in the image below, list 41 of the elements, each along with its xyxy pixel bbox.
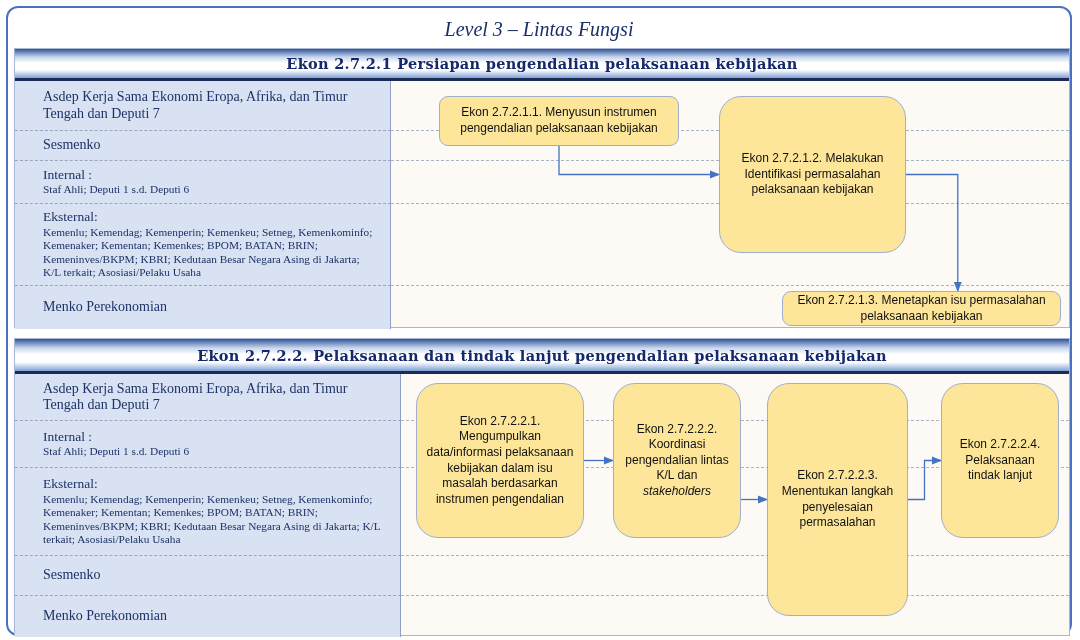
lane-name: Sesmenko — [43, 137, 102, 154]
process-box: Ekon 2.7.2.2.3. Menentukan langkah penyelesaian permasalahan — [767, 383, 908, 616]
swimlane-pool — [14, 338, 1070, 636]
lane-header — [15, 81, 391, 131]
arrow — [740, 495, 768, 504]
lane-header — [15, 421, 401, 468]
lane-header — [15, 286, 391, 329]
lane-name: Internal : — [43, 166, 94, 183]
arrow — [905, 173, 962, 292]
lane-name: Menko Perekonomian — [43, 299, 169, 316]
process-box: Ekon 2.7.2.1.3. Menetapkan isu permasalahan pelaksanaan kebijakan — [782, 291, 1061, 326]
lane-header — [15, 374, 401, 421]
lane-members: Staf Ahli; Deputi 1 s.d. Deputi 6 — [43, 445, 191, 460]
arrow — [907, 456, 942, 501]
lane-name: Eksternal: — [43, 209, 99, 225]
arrow — [558, 145, 720, 179]
arrow — [583, 456, 614, 465]
lane-name: Eksternal: — [43, 476, 99, 492]
process-box: Ekon 2.7.2.2.1. Mengumpulkan data/informasi pelaksanaan kebijakan dalam isu masalah berdasarkan instrumen pengendalian — [416, 383, 584, 538]
diagram-title: Level 3 – Lintas Fungsi — [444, 18, 634, 40]
process-box: Ekon 2.7.2.2.2. Koordinasi pengendalian lintas K/L dan stakeholders — [613, 383, 741, 538]
lane-header — [15, 161, 391, 204]
lane-header — [15, 204, 391, 286]
lane-name: Asdep Kerja Sama Ekonomi Eropa, Afrika, dan Timur Tengah dan Deputi 7 — [43, 89, 349, 122]
lane-name: Internal : — [43, 428, 94, 445]
pool-title: Ekon 2.7.2.1 Persiapan pengendalian pelaksanaan kebijakan — [286, 55, 798, 72]
process-box: Ekon 2.7.2.1.2. Melakukan Identifikasi permasalahan pelaksanaan kebijakan — [719, 96, 906, 253]
process-box: Ekon 2.7.2.1.1. Menyusun instrumen pengendalian pelaksanaan kebijakan — [439, 96, 679, 146]
lane-header — [15, 131, 391, 161]
lane-name: Sesmenko — [43, 567, 102, 584]
swimlane-pool — [14, 48, 1070, 328]
process-box: Ekon 2.7.2.2.4. Pelaksanaan tindak lanjut — [941, 383, 1059, 538]
lane-name: Asdep Kerja Sama Ekonomi Eropa, Afrika, dan Timur Tengah dan Deputi 7 — [43, 380, 349, 414]
lane-name: Menko Perekonomian — [43, 608, 169, 625]
pool-title: Ekon 2.7.2.2. Pelaksanaan dan tindak lanjut pengendalian pelaksanaan kebijakan — [197, 346, 887, 364]
lane-members: Kemenlu; Kemendag; Kemenperin; Kemenkeu; Setneg, Kemenkominfo; Kemenaker; Kementan; Kemenkes; BPOM; BATAN; BRIN; Kemeninves/BKPM; KBRI; Kedutaan Besar Negara Asing di Jakarta; K/L terkait; Asosiasi/Pelaku Usaha — [43, 225, 374, 280]
lane-members: Kemenlu; Kemendag; Kemenperin; Kemenkeu; Setneg, Kemenkominfo; Kemenaker; Kementan; Kemenkes; BPOM; BATAN; BRIN; Kemeninves/BKPM; KBRI; Kedutaan Besar Negara Asing di Jakarta; K/L terkait; Asosiasi/Pelaku Usaha — [43, 492, 382, 547]
lane-header — [15, 556, 401, 596]
lane-members: Staf Ahli; Deputi 1 s.d. Deputi 6 — [43, 183, 191, 198]
lane-header — [15, 468, 401, 556]
lane-header — [15, 596, 401, 637]
